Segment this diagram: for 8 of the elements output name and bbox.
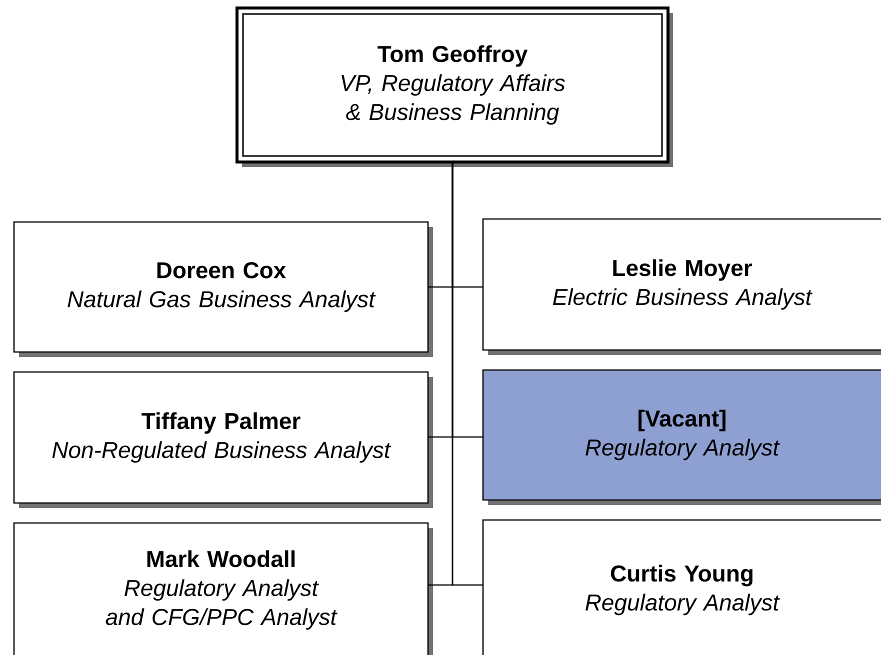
connector bbox=[452, 162, 483, 586]
staff-box: Tiffany Palmer Non-Regulated Business Analyst bbox=[13, 371, 433, 508]
staff-box: Mark Woodall Regulatory Analyst and CFG/PPC Analyst bbox=[13, 522, 433, 655]
staff-box: Curtis Young Regulatory Analyst bbox=[482, 519, 881, 655]
staff-box: Leslie Moyer Electric Business Analyst bbox=[482, 218, 881, 355]
staff-box: Doreen Cox Natural Gas Business Analyst bbox=[13, 221, 433, 357]
head-box: Tom Geoffroy VP, Regulatory Affairs & Business Planning bbox=[236, 6, 673, 167]
staff-box: [Vacant] Regulatory Analyst bbox=[482, 369, 881, 505]
